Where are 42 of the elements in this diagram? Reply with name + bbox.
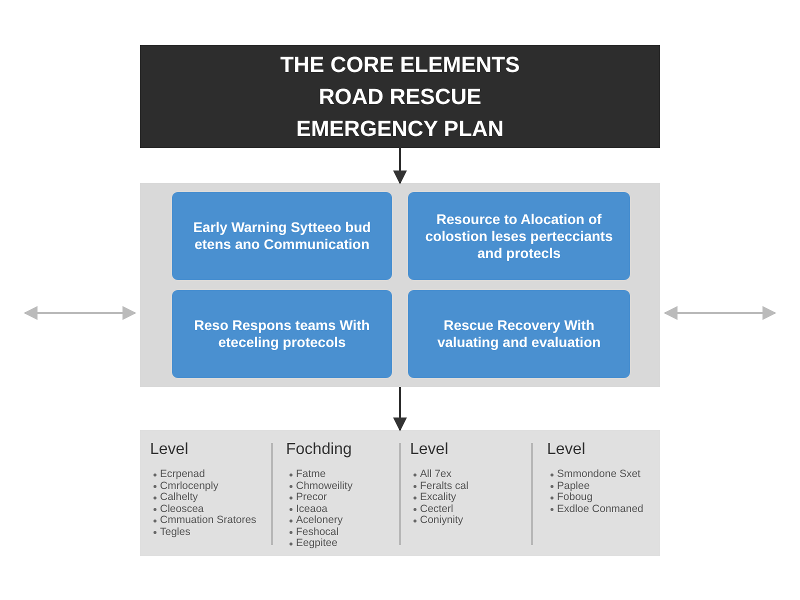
list-item: Cleoscea: [160, 504, 204, 515]
list-item: Chmoweility: [296, 480, 353, 492]
panel: [140, 183, 660, 387]
arrow: [664, 306, 776, 320]
list-item: Ecrpenad: [160, 469, 205, 480]
column-heading: Level: [410, 441, 448, 459]
element-card: [408, 192, 630, 280]
element-card: [408, 290, 630, 378]
list-item: Feshocal: [296, 526, 339, 538]
column-heading: Fochding: [286, 441, 352, 459]
card-text: Resource to Alocation of colostion leses pertecciants and protecls: [424, 210, 614, 262]
list-item: Feralts cal: [420, 480, 468, 492]
list-item: Excality: [420, 492, 456, 504]
list-item: Foboug: [557, 492, 593, 504]
arrow: [24, 306, 136, 320]
list-item: Iceaoa: [296, 504, 328, 515]
card-text: Early Warning Sytteeo bud etens ano Communication: [192, 219, 372, 253]
column-heading: Level: [547, 441, 586, 459]
card-text: Reso Respons teams With eteceling protecols: [193, 317, 371, 351]
list-item: Paplee: [557, 480, 590, 492]
card-text: Rescue Recovery With valuating and evaluation: [436, 317, 602, 351]
list-item: Eegpitee: [296, 538, 338, 550]
panel: [140, 430, 660, 556]
list-item: Calhelty: [160, 492, 198, 504]
list-item: Fatme: [296, 469, 326, 480]
element-card: [172, 290, 392, 378]
list-item: All 7ex: [420, 469, 452, 480]
list-item: Coniynity: [420, 515, 464, 526]
list-item: Cmrlocenply: [160, 480, 218, 492]
list-item: Exdloe Conmaned: [557, 504, 644, 515]
title-text: THE CORE ELEMENTS ROAD RESCUE EMERGENCY PLAN: [279, 50, 521, 142]
list-item: Cmmuation Sratores: [160, 515, 256, 526]
arrow: [393, 148, 407, 184]
arrow: [393, 387, 407, 432]
column-heading: Level: [150, 441, 188, 459]
title-box: [140, 45, 660, 148]
list-item: Precor: [296, 492, 327, 504]
list-item: Cecterl: [420, 504, 454, 515]
list-item: Tegles: [160, 526, 190, 538]
element-card: [172, 192, 392, 280]
list-item: Smmondone Sxet: [557, 469, 640, 480]
list-item: Acelonery: [296, 515, 343, 526]
